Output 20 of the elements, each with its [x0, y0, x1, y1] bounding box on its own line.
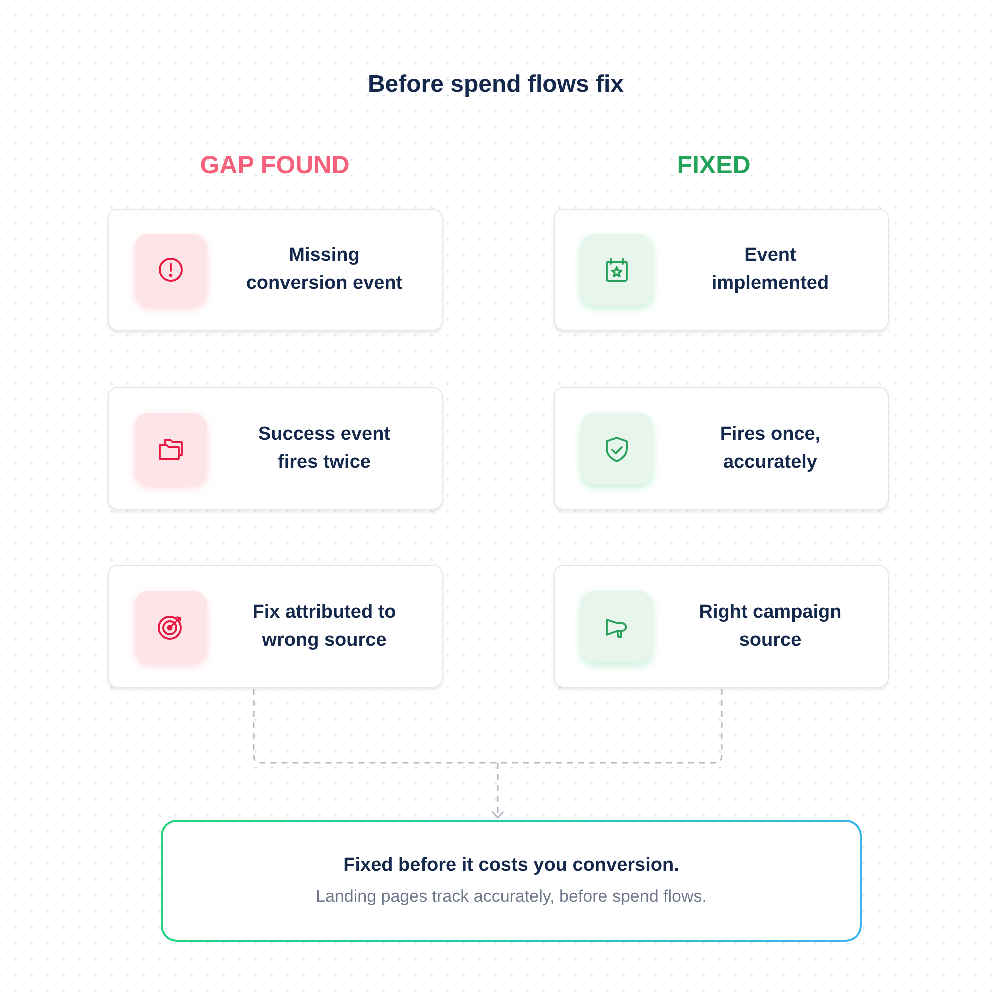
card-text: Fires once, accurately — [719, 422, 822, 474]
card-text: Fix attributed to wrong source — [252, 600, 398, 652]
issue-card — [108, 565, 443, 688]
card-text: Missing conversion event — [245, 244, 404, 296]
fix-card — [554, 387, 889, 510]
card-text: Event implemented — [710, 244, 830, 296]
issue-card — [108, 387, 443, 510]
column-heading: FIXED — [677, 152, 751, 180]
dashed-connector — [253, 689, 498, 764]
summary-card — [161, 820, 862, 942]
summary-text: Landing pages track accurately, before spend flows. — [316, 887, 707, 907]
dashed-arrow — [492, 763, 504, 819]
summary-heading: Fixed before it costs you conversion. — [344, 855, 680, 877]
card-text: Right campaign source — [698, 600, 843, 652]
fix-card — [554, 565, 889, 688]
diagram-title: Before spend flows fix — [368, 71, 624, 99]
fix-card — [554, 209, 889, 331]
card-text: Success event fires twice — [257, 422, 392, 474]
issue-card — [108, 209, 443, 331]
column-heading: GAP FOUND — [200, 152, 350, 180]
